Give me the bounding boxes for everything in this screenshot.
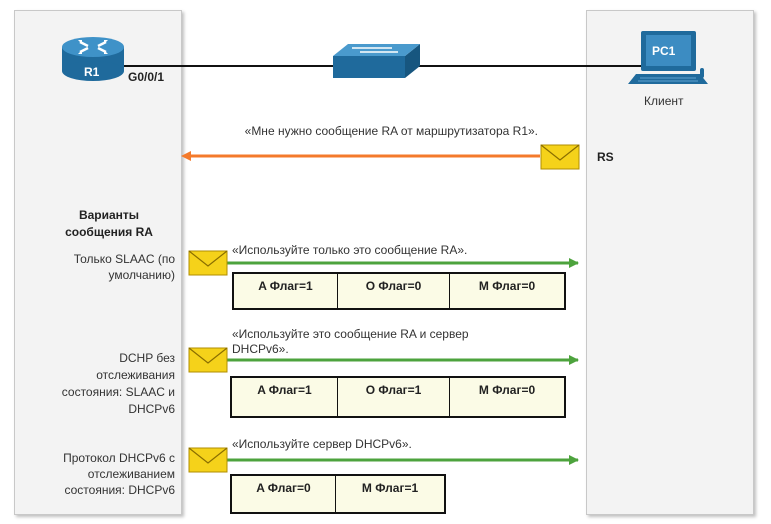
client-side-panel	[586, 10, 754, 515]
flags-box-1: A Флаг=1 O Флаг=0 M Флаг=0	[232, 272, 566, 310]
options-title: Варианты сообщения RA	[65, 208, 153, 239]
flag-a: A Флаг=1	[234, 274, 338, 308]
flag-m: M Флаг=1	[361, 481, 419, 495]
envelope-icon	[188, 347, 228, 373]
option-name-stateful: Протокол DHCPv6 с отслеживанием состояни…	[63, 451, 175, 497]
rs-message: «Мне нужно сообщение RA от маршрутизатор…	[244, 124, 538, 138]
pc-name: PC1	[652, 44, 676, 58]
flag-m: M Флаг=0	[478, 279, 536, 293]
ra-message-3: «Используйте сервер DHCPv6».	[232, 437, 412, 451]
flag-o: O Флаг=0	[338, 274, 450, 308]
router-name: R1	[84, 65, 100, 79]
router-side-panel	[14, 10, 182, 515]
envelope-icon	[540, 144, 580, 170]
flag-m: M Флаг=0	[478, 383, 536, 397]
flag-o: O Флаг=1	[338, 378, 450, 416]
router-port: G0/0/1	[128, 70, 165, 84]
flag-a: A Флаг=0	[232, 476, 336, 512]
pc-caption: Клиент	[644, 94, 684, 108]
option-name-slaac: Только SLAAC (по умолчанию)	[73, 252, 175, 282]
envelope-icon	[188, 250, 228, 276]
flags-box-2: A Флаг=1 O Флаг=1 M Флаг=0	[230, 376, 566, 418]
flags-box-3: A Флаг=0 M Флаг=1	[230, 474, 446, 514]
option-name-stateless: DCHP без отслеживания состояния: SLAAC и…	[61, 351, 175, 416]
flag-a: A Флаг=1	[232, 378, 338, 416]
ra-message-1: «Используйте только это сообщение RA».	[232, 243, 468, 257]
rs-label: RS	[597, 150, 614, 164]
ra-message-2: «Используйте это сообщение RA и сервер D…	[232, 327, 469, 356]
envelope-icon	[188, 447, 228, 473]
